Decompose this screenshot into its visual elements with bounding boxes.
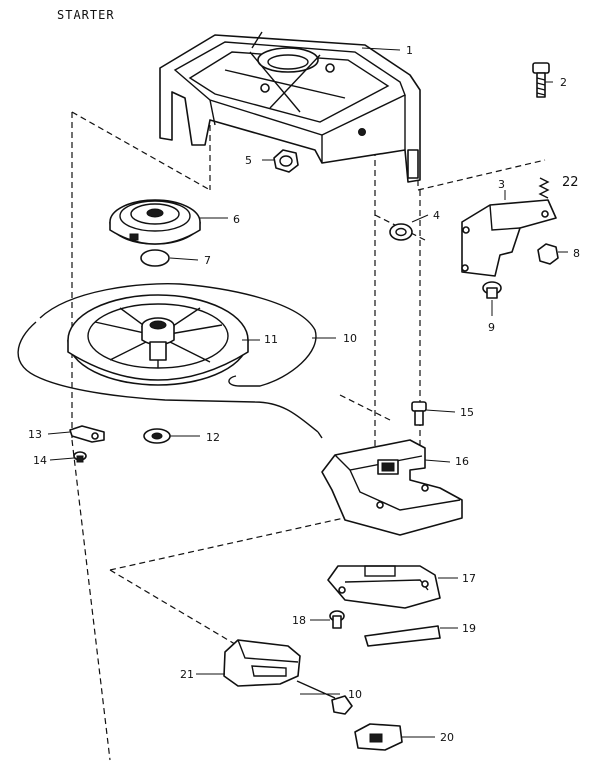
- screw-part-15: [411, 401, 427, 426]
- callout-labels: 1 2 3 4 5 6 7 8 9 10 11 12 13 14 15 16 1…: [28, 44, 580, 744]
- callout-1: 1: [406, 44, 413, 57]
- spring-cassette-part-6: [109, 199, 201, 245]
- handle-part-21: [223, 639, 301, 687]
- callout-16: 16: [455, 455, 469, 468]
- callout-2: 2: [560, 76, 567, 89]
- callout-10-rope: 10: [343, 332, 357, 345]
- washer-part-12: [143, 428, 171, 444]
- plate-strip-part-19: [364, 625, 441, 647]
- callout-3: 3: [498, 178, 505, 191]
- callout-22: 22: [562, 175, 579, 190]
- screw-part-14: [73, 451, 87, 463]
- callout-19: 19: [462, 622, 476, 635]
- diagram-title: STARTER: [57, 8, 115, 22]
- rope-guide-part-16: [321, 439, 463, 536]
- callout-17: 17: [462, 572, 476, 585]
- callout-14: 14: [33, 454, 47, 467]
- callout-13: 13: [28, 428, 42, 441]
- callout-18: 18: [292, 614, 306, 627]
- nut-part-5: [273, 149, 299, 173]
- starter-housing: [159, 31, 421, 183]
- callout-4: 4: [433, 209, 440, 222]
- hex-nut-part-8: [537, 243, 559, 265]
- callout-6: 6: [233, 213, 240, 226]
- callout-10-handle: 10: [348, 688, 362, 701]
- screw-part-2: [532, 62, 550, 98]
- bracket-plate-part-3: [461, 199, 557, 277]
- callout-5: 5: [245, 154, 252, 167]
- assembly-guide-lines: [71, 111, 546, 761]
- retainer-plate-part-17: [327, 565, 441, 609]
- screw-part-18: [329, 610, 345, 629]
- starter-rope: [17, 283, 336, 699]
- callout-20: 20: [440, 731, 454, 744]
- callout-9: 9: [488, 321, 495, 334]
- pin-part-9: [482, 281, 502, 299]
- leader-lines: [47, 47, 568, 738]
- callout-11: 11: [264, 333, 278, 346]
- pulley-part-11: [67, 294, 249, 386]
- callout-8: 8: [573, 247, 580, 260]
- spring-part-22: [538, 177, 550, 199]
- rope-knot: [331, 695, 353, 715]
- callout-15: 15: [460, 406, 474, 419]
- cap-part-7: [140, 249, 170, 267]
- pawl-part-13: [69, 425, 105, 443]
- callout-21: 21: [180, 668, 194, 681]
- anchor-part-20: [354, 723, 403, 751]
- callout-12: 12: [206, 431, 220, 444]
- washer-part-4: [389, 223, 413, 241]
- callout-7: 7: [204, 254, 211, 267]
